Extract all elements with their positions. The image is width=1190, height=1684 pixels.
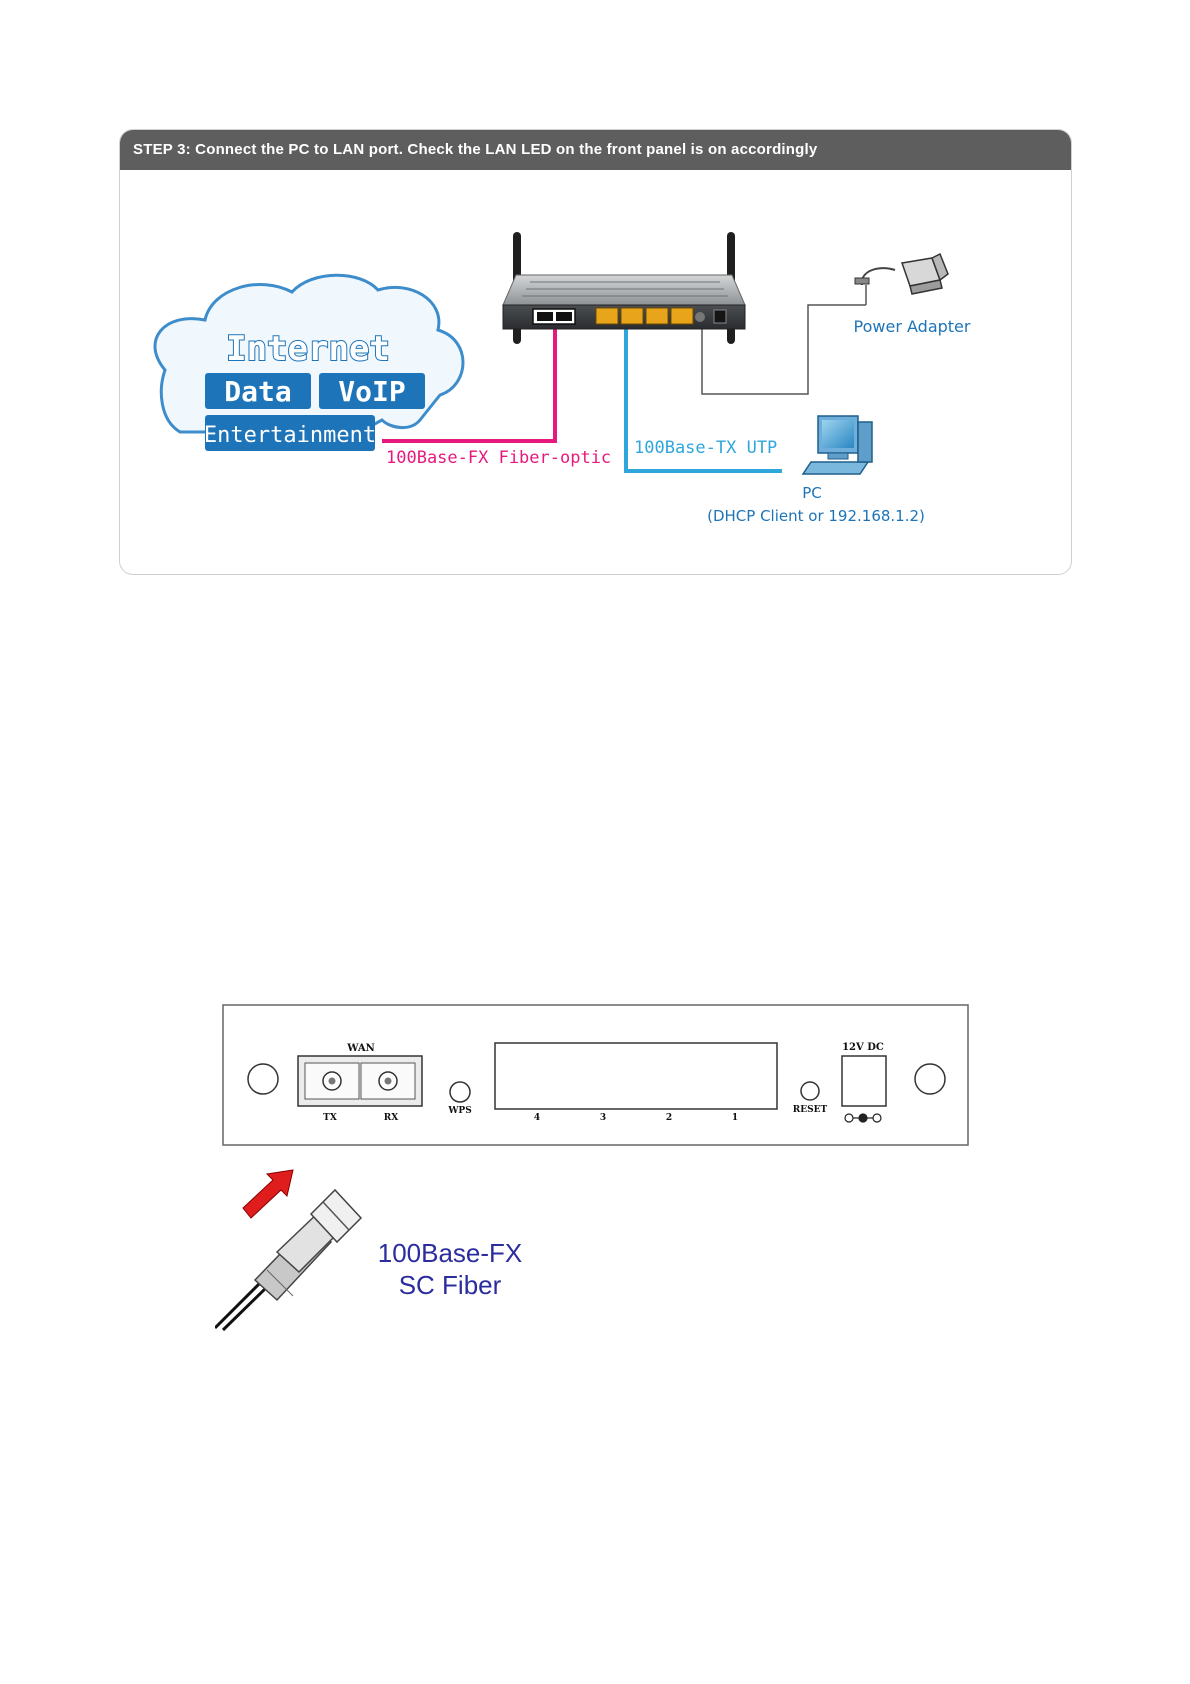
red-arrow-icon <box>243 1170 293 1218</box>
tag-entertainment-label: Entertainment <box>204 423 376 448</box>
tag-data: Data <box>205 373 311 409</box>
screw-left-icon <box>248 1064 278 1094</box>
tag-voip-label: VoIP <box>338 375 405 408</box>
pc-detail-label: (DHCP Client or 192.168.1.2) <box>707 507 925 525</box>
screw-right-icon <box>915 1064 945 1094</box>
utp-label: 100Base-TX UTP <box>634 438 777 458</box>
fiber-label-line1: 100Base-FX <box>360 1238 540 1269</box>
power-adapter-label: Power Adapter <box>854 317 971 336</box>
router <box>503 232 745 344</box>
wan-fiber-port <box>298 1056 422 1106</box>
step-header: STEP 3: Connect the PC to LAN port. Chec… <box>120 130 1071 170</box>
tx-label: TX <box>323 1113 337 1123</box>
pc-label: PC <box>802 484 822 502</box>
reset-label: RESET <box>793 1105 828 1115</box>
dc-label: 12V DC <box>842 1042 884 1053</box>
lan-port-block <box>495 1043 777 1109</box>
sc-fiber-connector-diagram <box>215 1160 375 1335</box>
tag-entertainment: Entertainment <box>204 415 376 451</box>
lan-port-4-label: 4 <box>534 1113 540 1123</box>
tag-data-label: Data <box>224 375 291 408</box>
fiber-optic-label: 100Base-FX Fiber-optic <box>386 448 611 468</box>
lan-port-3-label: 3 <box>600 1113 606 1123</box>
connection-diagram: Internet Data VoIP Entertainment <box>120 170 1072 574</box>
rx-label: RX <box>384 1113 398 1123</box>
dc-polarity-icon <box>845 1114 881 1122</box>
sc-fiber-connector-icon <box>215 1190 361 1330</box>
lan-port-2-label: 2 <box>666 1113 672 1123</box>
rear-panel-diagram: WAN TX RX WPS 4 3 2 1 RESET 12V DC <box>215 995 975 1155</box>
fiber-label-line2: SC Fiber <box>360 1270 540 1301</box>
step-panel: STEP 3: Connect the PC to LAN port. Chec… <box>119 129 1072 575</box>
wps-label: WPS <box>447 1106 471 1116</box>
lan-port-1-label: 1 <box>732 1113 738 1123</box>
cloud-title: Internet <box>226 329 390 369</box>
pc-icon <box>803 416 872 474</box>
tag-voip: VoIP <box>319 373 425 409</box>
wps-button-icon <box>450 1082 470 1102</box>
reset-button-icon <box>801 1082 819 1100</box>
power-adapter-icon <box>855 254 948 305</box>
wan-label: WAN <box>346 1043 375 1054</box>
dc-jack-icon <box>842 1056 886 1106</box>
